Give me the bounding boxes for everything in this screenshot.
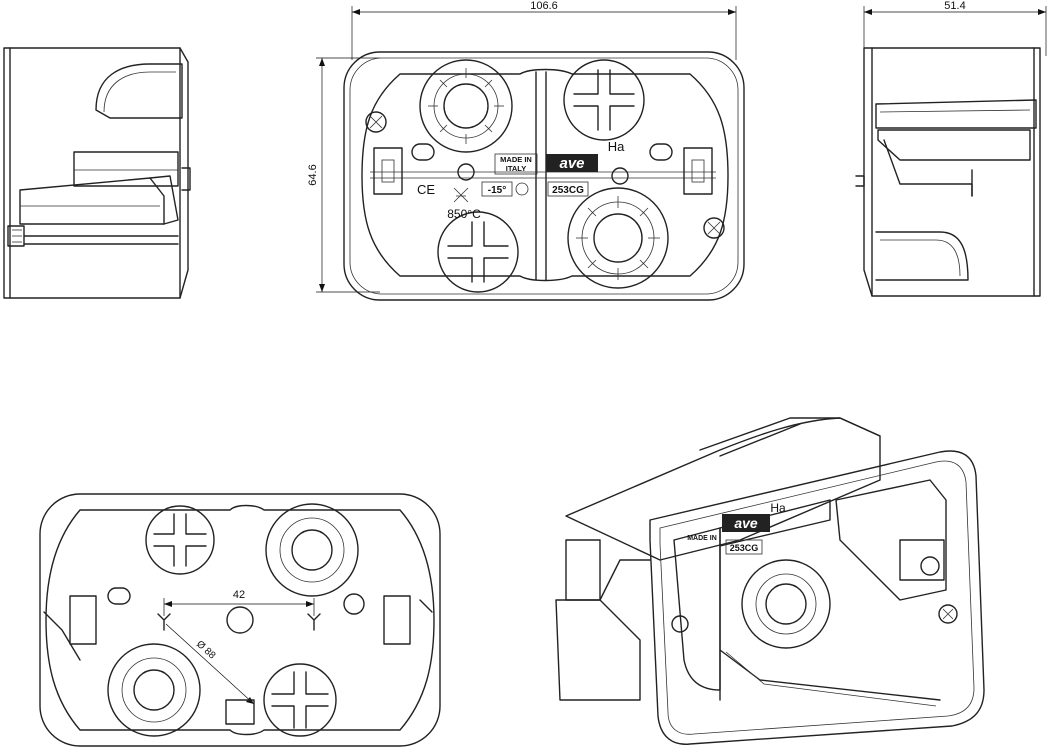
iso-model-label: 253CG bbox=[730, 543, 759, 553]
series-label: Ha bbox=[608, 139, 625, 154]
dim-depth-label: 51.4 bbox=[944, 0, 965, 12]
isometric-view: ave Ha 253CG MADE IN bbox=[555, 417, 985, 745]
country-label: ITALY bbox=[506, 164, 526, 173]
ce-mark: CE bbox=[417, 182, 435, 197]
iso-made-in-label: MADE IN bbox=[687, 535, 717, 542]
min-temp-label: -15° bbox=[488, 185, 506, 196]
hole-spacing-label: 42 bbox=[233, 589, 245, 601]
temperature-label: 850°C bbox=[447, 207, 481, 221]
front-view: 106.6 64.6 bbox=[307, 0, 745, 301]
brand-logo-text: ave bbox=[559, 155, 584, 172]
left-side-view bbox=[3, 47, 191, 299]
iso-brand-logo-text: ave bbox=[734, 515, 758, 531]
dim-width-label: 106.6 bbox=[530, 0, 558, 12]
iso-series-label: Ha bbox=[770, 501, 786, 515]
model-label: 253CG bbox=[552, 185, 584, 196]
back-view: 42 Ø 88 bbox=[39, 493, 441, 747]
dim-height-label: 64.6 bbox=[307, 164, 319, 185]
right-side-view: 51.4 bbox=[855, 0, 1047, 297]
made-in-label: MADE IN bbox=[500, 155, 532, 164]
diagonal-label: Ø 88 bbox=[194, 639, 218, 662]
